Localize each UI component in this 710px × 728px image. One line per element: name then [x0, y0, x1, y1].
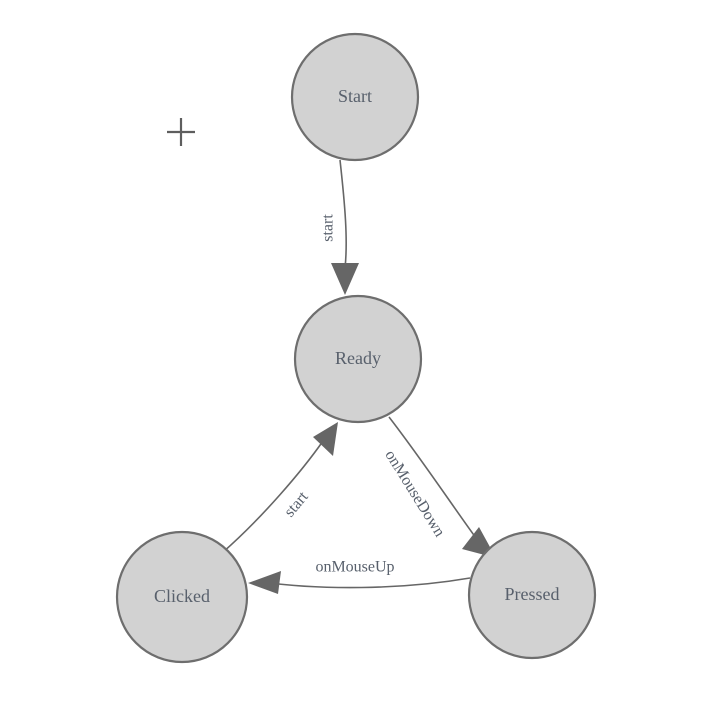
edge-arrowhead-clicked-to-ready [313, 422, 338, 456]
node-circle-start[interactable] [290, 32, 420, 162]
node-ready[interactable]: Ready [293, 294, 423, 424]
edge-pressed-to-clicked[interactable]: onMouseUp [248, 559, 471, 594]
node-circle-pressed[interactable] [467, 530, 597, 660]
node-circle-ready[interactable] [293, 294, 423, 424]
node-start[interactable]: Start [290, 32, 420, 162]
edge-arrowhead-pressed-to-clicked [248, 571, 281, 594]
node-label-pressed: Pressed [505, 584, 560, 604]
edge-clicked-to-ready[interactable]: start [221, 422, 338, 554]
node-label-start: Start [338, 86, 372, 106]
edge-line-pressed-to-clicked [261, 577, 471, 589]
edge-label-clicked-to-ready: start [281, 488, 312, 520]
crosshair-icon [167, 118, 195, 146]
node-circle-clicked[interactable] [115, 530, 249, 664]
edge-line-clicked-to-ready [221, 440, 324, 554]
node-label-clicked: Clicked [154, 586, 210, 606]
node-clicked[interactable]: Clicked [115, 530, 249, 664]
edge-line-ready-to-pressed [388, 416, 477, 539]
edge-label-pressed-to-clicked: onMouseUp [315, 559, 394, 576]
edge-label-ready-to-pressed: onMouseDown [381, 447, 448, 540]
node-label-ready: Ready [335, 348, 381, 368]
edge-arrowhead-start-to-ready [331, 263, 359, 295]
edge-label-start-to-ready: start [320, 214, 337, 242]
markers-layer [167, 118, 195, 146]
edge-start-to-ready[interactable]: start [320, 159, 359, 295]
edge-line-start-to-ready [339, 159, 347, 269]
edge-ready-to-pressed[interactable]: onMouseDown [381, 416, 496, 558]
node-pressed[interactable]: Pressed [467, 530, 597, 660]
